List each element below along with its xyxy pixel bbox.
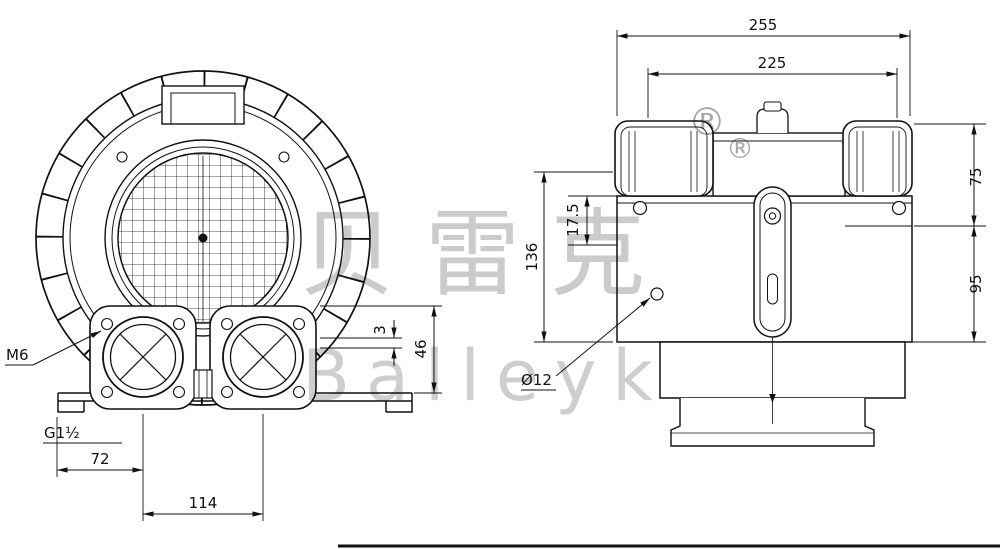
centerline-arrow [769, 394, 776, 403]
label-136: 136 [523, 243, 541, 272]
port-left-bolt-tr [172, 317, 186, 331]
housing-outer-circle [35, 70, 371, 406]
label-75: 75 [967, 167, 985, 186]
top-tab [161, 85, 245, 125]
front-view [35, 70, 413, 413]
grille-inner-ring [111, 146, 295, 330]
side-view [614, 101, 913, 447]
center-bracket [193, 369, 213, 399]
label-3: 3 [371, 325, 389, 335]
watermark: 贝雷克 Balleyk ® ® [300, 100, 754, 417]
watermark-brand-cn: 贝雷克 [300, 200, 675, 310]
port-right-bolt-br [292, 385, 306, 399]
port-left-bolt-bl [100, 385, 114, 399]
port-right-bolt-tr [292, 317, 306, 331]
cap-left-inner [620, 126, 708, 197]
port-left-cross-2 [119, 333, 167, 381]
face-screw-left [116, 151, 128, 163]
watermark-registered-bottom-icon: ® [726, 132, 754, 165]
label-phi12: Ø12 [521, 371, 552, 389]
top-tab-inner [170, 92, 236, 125]
m6-leader [32, 330, 102, 366]
bolt-hole-left [632, 200, 648, 216]
center-slot-inner [759, 192, 786, 332]
slot-top-hole-center [768, 212, 777, 220]
face-screw-right [278, 151, 290, 163]
side-view-dimensions [521, 30, 986, 391]
label-114: 114 [189, 494, 218, 512]
label-m6: M6 [6, 346, 29, 364]
port-left-bore [109, 323, 177, 391]
label-g-thread: G1½ [44, 424, 80, 442]
bolt-hole-right [891, 200, 907, 216]
label-46: 46 [412, 339, 430, 358]
body-lower [659, 341, 906, 399]
port-right-bolt-tl [220, 317, 234, 331]
hole-phi12 [650, 287, 664, 301]
watermark-registered-top-icon: ® [688, 100, 726, 144]
label-72: 72 [90, 450, 109, 468]
port-left-bolt-tl [100, 317, 114, 331]
label-17-5: 17.5 [564, 203, 582, 236]
center-hub-dot [198, 233, 208, 243]
port-right-cross-2 [239, 333, 287, 381]
top-mid-section [712, 132, 846, 197]
dimension-labels: M6 G1½ 72 114 3 46 255 225 75 95 136 17.… [6, 16, 985, 512]
port-right-bolt-bl [220, 385, 234, 399]
slot-top-hole [763, 207, 782, 225]
cap-right-inner [848, 126, 907, 197]
phi12-leader [555, 297, 651, 377]
slot-lower-slot [767, 273, 778, 305]
label-225: 225 [758, 54, 787, 72]
cap-right [842, 120, 913, 197]
top-handle-tab [756, 108, 789, 133]
label-255: 255 [749, 16, 778, 34]
top-handle-knob [763, 101, 782, 112]
port-left-bolt-br [172, 385, 186, 399]
watermark-brand-en: Balleyk [302, 335, 669, 417]
label-95: 95 [967, 274, 985, 293]
front-view-dimensions [5, 305, 442, 521]
fin-ring [36, 71, 370, 405]
port-right-bore [229, 323, 297, 391]
grille-outer-ring [104, 139, 302, 337]
